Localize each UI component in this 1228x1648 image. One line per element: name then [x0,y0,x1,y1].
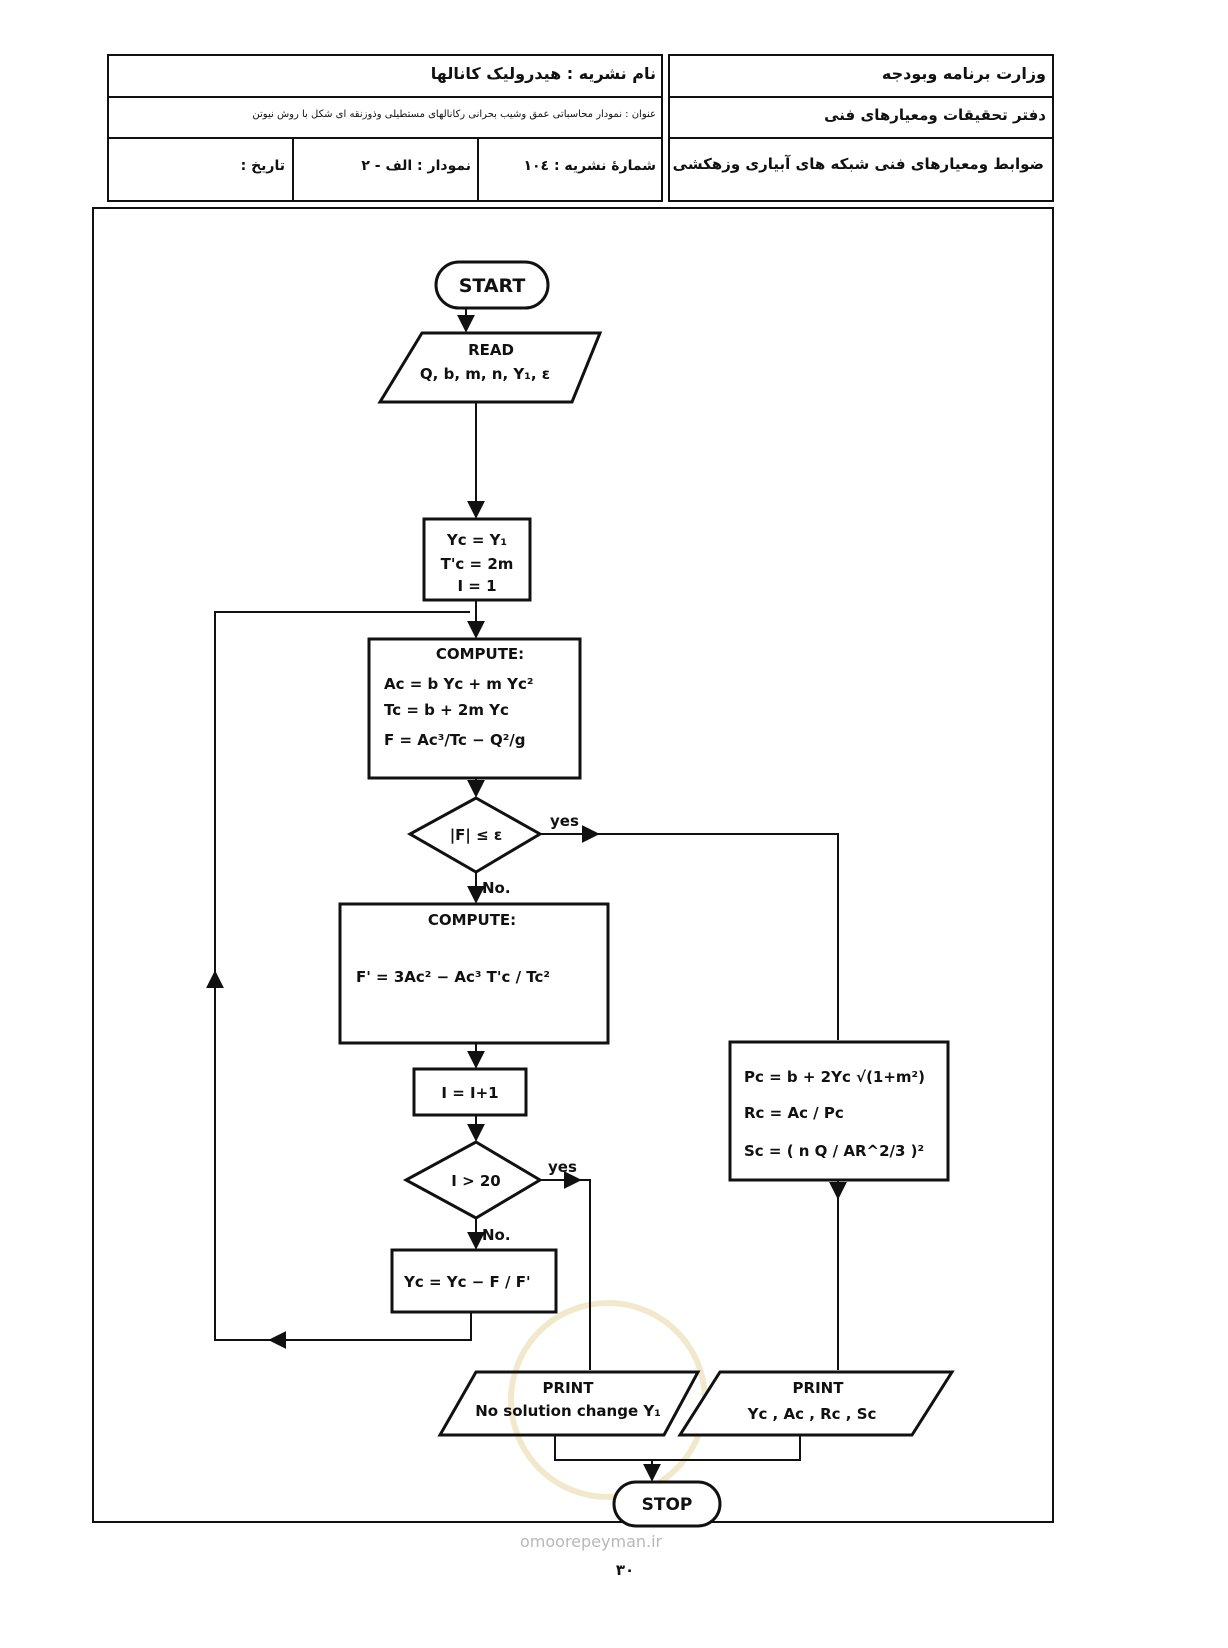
ministry-name: وزارت برنامه وبودجه [881,64,1046,83]
stop-label: STOP [642,1495,693,1515]
page-number: ۳۰ [616,1561,634,1579]
read-variables: Q, b, m, n, Y₁, ε [420,365,550,383]
decision2-label: I > 20 [451,1172,500,1190]
chart-number: نمودار : الف - ٢ [361,158,471,174]
print1-title: PRINT [543,1379,595,1397]
read-input [377,331,603,404]
compute2-formula: F' = 3Ac² − Ac³ T'c / Tc² [356,968,550,986]
compute1-line-3: F = Ac³/Tc − Q²/g [384,731,526,749]
decision1-label: |F| ≤ ε [450,826,503,845]
update-process [390,1248,558,1314]
publication-number: شمارهٔ نشریه : ۱۰٤ [523,158,656,174]
date-label: تاریخ : [240,158,285,174]
watermark-text: omoorepeyman.ir [520,1532,663,1551]
decision2-no: No. [482,1226,511,1244]
decision1-yes: yes [550,812,579,830]
connector-lines [206,296,847,1482]
diagram-frame [92,207,1054,1523]
results-line-1: Pc = b + 2Yc √(1+m²) [744,1068,925,1086]
compute-process-2 [338,902,610,1045]
decision-1 [406,796,543,874]
print2-text: Yc , Ac , Rc , Sc [747,1405,877,1423]
office-name: دفتر تحقیقات ومعیارهای فنی [824,106,1046,124]
increment-process [412,1067,528,1117]
header-left-table [107,54,663,202]
init-process [422,517,532,602]
header-right-table [668,54,1054,202]
compute1-title: COMPUTE: [436,645,524,663]
publication-name: نام نشریه : هیدرولیک کانالها [430,64,656,83]
compute1-line-2: Tc = b + 2m Yc [384,701,509,719]
compute1-line-1: Ac = b Yc + m Yc² [384,675,533,693]
decision-2 [402,1140,543,1220]
print-results [677,1370,955,1437]
start-terminator [434,260,550,310]
read-title: READ [468,341,514,359]
stop-terminator [612,1480,722,1528]
print-no-solution [437,1370,701,1437]
standard-name: ضوابط ومعیارهای فنی شبکه های آبیاری وزهک… [672,155,1044,173]
update-formula: Yc = Yc − F / F' [403,1273,531,1291]
decision2-yes: yes [548,1158,577,1176]
publication-title: عنوان : نمودار محاسباتی عمق وشیب بحرانی … [252,109,656,120]
print2-title: PRINT [793,1379,845,1397]
init-line-1: Yc = Y₁ [446,531,507,549]
results-line-3: Sc = ( n Q / AR^2/3 )² [744,1142,924,1160]
init-line-2: T'c = 2m [441,555,514,573]
compute2-title: COMPUTE: [428,911,516,929]
decision1-no: No. [482,879,511,897]
print1-text: No solution change Y₁ [475,1402,661,1420]
compute-process-1 [367,637,582,780]
results-line-2: Rc = Ac / Pc [744,1104,844,1122]
start-label: START [459,275,526,297]
increment-label: I = I+1 [441,1084,498,1102]
init-line-3: I = 1 [457,577,496,595]
results-process [728,1040,950,1182]
